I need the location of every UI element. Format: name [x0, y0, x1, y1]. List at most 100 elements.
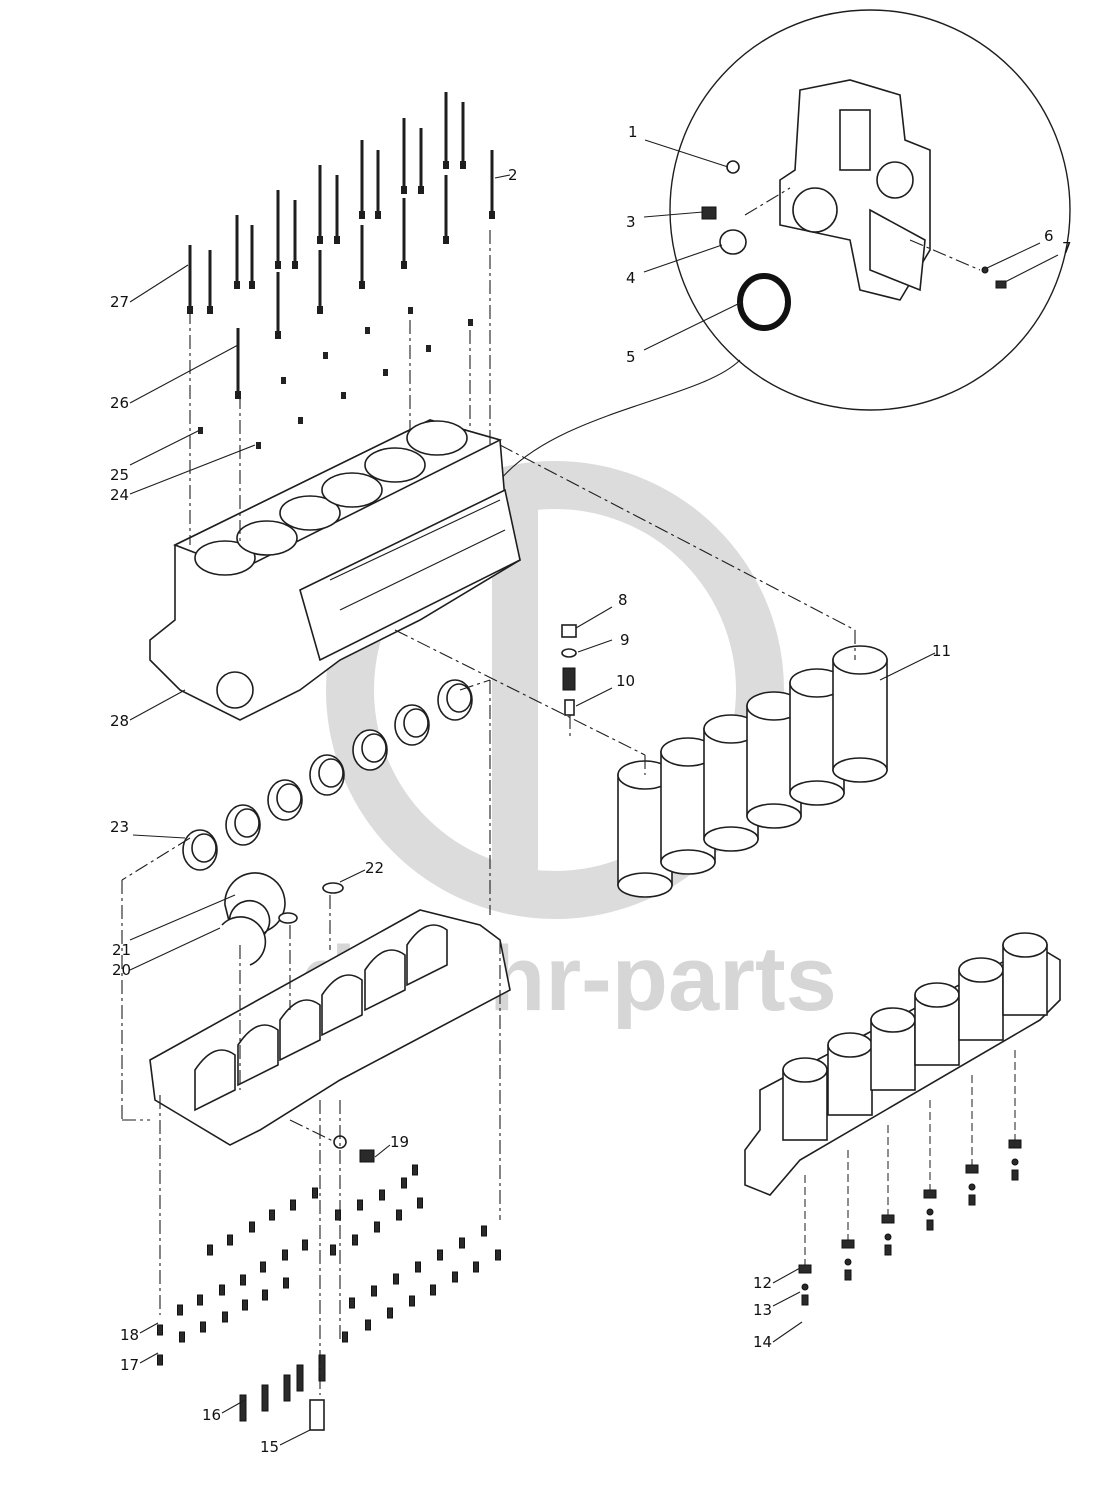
nozzle-bolt — [1011, 1169, 1019, 1181]
main-bearing-bolt — [371, 1285, 377, 1297]
oil-nozzle — [841, 1239, 855, 1249]
main-bearing-bolt — [249, 1221, 255, 1233]
cylinder-liner-bottom — [832, 757, 888, 783]
crank-web — [279, 999, 321, 1062]
installed-liner-top — [958, 957, 1004, 983]
crank-web — [321, 974, 363, 1037]
crank-web — [406, 924, 448, 987]
main-bearing-bolt — [335, 1209, 341, 1221]
main-bearing-bolt — [459, 1237, 465, 1249]
plug-19 — [359, 1149, 375, 1163]
main-bearing-bolt — [393, 1273, 399, 1285]
sleeve-15 — [309, 1399, 325, 1431]
inset-screw — [995, 280, 1007, 289]
bolt-head — [334, 236, 340, 244]
dowel — [365, 327, 370, 334]
head-bolts-group — [187, 92, 495, 449]
cylinder-liner-bottom — [746, 803, 802, 829]
crank-web — [194, 1049, 236, 1112]
bolt-head — [275, 331, 281, 339]
crank-web — [364, 949, 406, 1012]
installed-liner-top — [870, 1007, 916, 1033]
main-bearing-bolt — [357, 1199, 363, 1211]
bearing-bore — [191, 833, 217, 863]
main-bearing-bolt — [227, 1234, 233, 1246]
bolt-head — [317, 236, 323, 244]
bolt-head — [234, 281, 240, 289]
bearing-bore — [276, 783, 302, 813]
installed-liner-top — [1002, 932, 1048, 958]
block-with-liners — [744, 932, 1061, 1306]
main-bearing-bolt — [262, 1289, 268, 1301]
dowel — [198, 427, 203, 434]
dowel — [281, 377, 286, 384]
main-bearing-bolt — [396, 1209, 402, 1221]
main-bearing-bolts — [157, 1164, 501, 1431]
bearing-bore — [446, 683, 472, 713]
callout-23: 23 — [110, 818, 129, 836]
callout-27: 27 — [110, 293, 129, 311]
callout-3: 3 — [626, 213, 636, 231]
cylinder-liner-bottom — [617, 872, 673, 898]
nozzle-bolt — [926, 1219, 934, 1231]
oil-nozzle — [798, 1264, 812, 1274]
long-bolt-16 — [318, 1354, 326, 1382]
bearing-bore — [361, 733, 387, 763]
callout-20: 20 — [112, 961, 131, 979]
bolt-head — [207, 306, 213, 314]
dowel — [383, 369, 388, 376]
main-bearing-bolt — [415, 1261, 421, 1273]
callout-16: 16 — [202, 1406, 221, 1424]
cylinder-bore — [236, 520, 298, 556]
main-bearing-bolt — [430, 1284, 436, 1296]
bolt-head — [418, 186, 424, 194]
cylinder-liners-group — [617, 645, 888, 898]
dowel — [341, 392, 346, 399]
installed-liner-top — [914, 982, 960, 1008]
main-bearing-bolt — [349, 1297, 355, 1309]
cylinder-bore — [364, 447, 426, 483]
main-bearing-bolt — [302, 1239, 308, 1251]
valve-assembly — [561, 624, 577, 716]
cylinder-liner-top — [832, 645, 888, 675]
cylinder-bore — [406, 420, 468, 456]
bolt-head — [460, 161, 466, 169]
main-bearing-bolt — [219, 1284, 225, 1296]
nozzle-washer — [801, 1283, 809, 1291]
dowel — [298, 417, 303, 424]
main-bearing-bolt — [283, 1277, 289, 1289]
callout-25: 25 — [110, 466, 129, 484]
main-bearing-bolt — [417, 1197, 423, 1209]
main-bearing-bolt — [290, 1199, 296, 1211]
inset-seal-large — [737, 273, 791, 331]
main-bearing-bolt — [197, 1294, 203, 1306]
main-bearings-group — [182, 679, 473, 871]
main-bearing-bolt — [401, 1177, 407, 1189]
callout-1: 1 — [628, 123, 638, 141]
callout-11: 11 — [932, 642, 951, 660]
oil-nozzle — [923, 1189, 937, 1199]
main-bearing-bolt — [481, 1225, 487, 1237]
dowel — [426, 345, 431, 352]
upper-engine-block — [149, 419, 521, 721]
bolt-head — [359, 281, 365, 289]
main-bearing-bolt — [495, 1249, 501, 1261]
callout-15: 15 — [260, 1438, 279, 1456]
callout-6: 6 — [1044, 227, 1054, 245]
nozzle-bolt — [884, 1244, 892, 1256]
callout-22: 22 — [365, 859, 384, 877]
callout-28: 28 — [110, 712, 129, 730]
dowel — [256, 442, 261, 449]
main-bearing-bolt — [365, 1319, 371, 1331]
nozzle-bolt — [968, 1194, 976, 1206]
main-bearing-bolt — [452, 1271, 458, 1283]
callout-4: 4 — [626, 269, 636, 287]
long-bolt-16 — [283, 1374, 291, 1402]
cylinder-liner-bottom — [789, 780, 845, 806]
installed-liner-top — [827, 1032, 873, 1058]
main-bearing-bolt — [240, 1274, 246, 1286]
thrust-washer-20 — [221, 916, 267, 966]
main-bearing-bolt — [200, 1321, 206, 1333]
main-bearing-bolt — [352, 1234, 358, 1246]
bearing-bore — [403, 708, 429, 738]
